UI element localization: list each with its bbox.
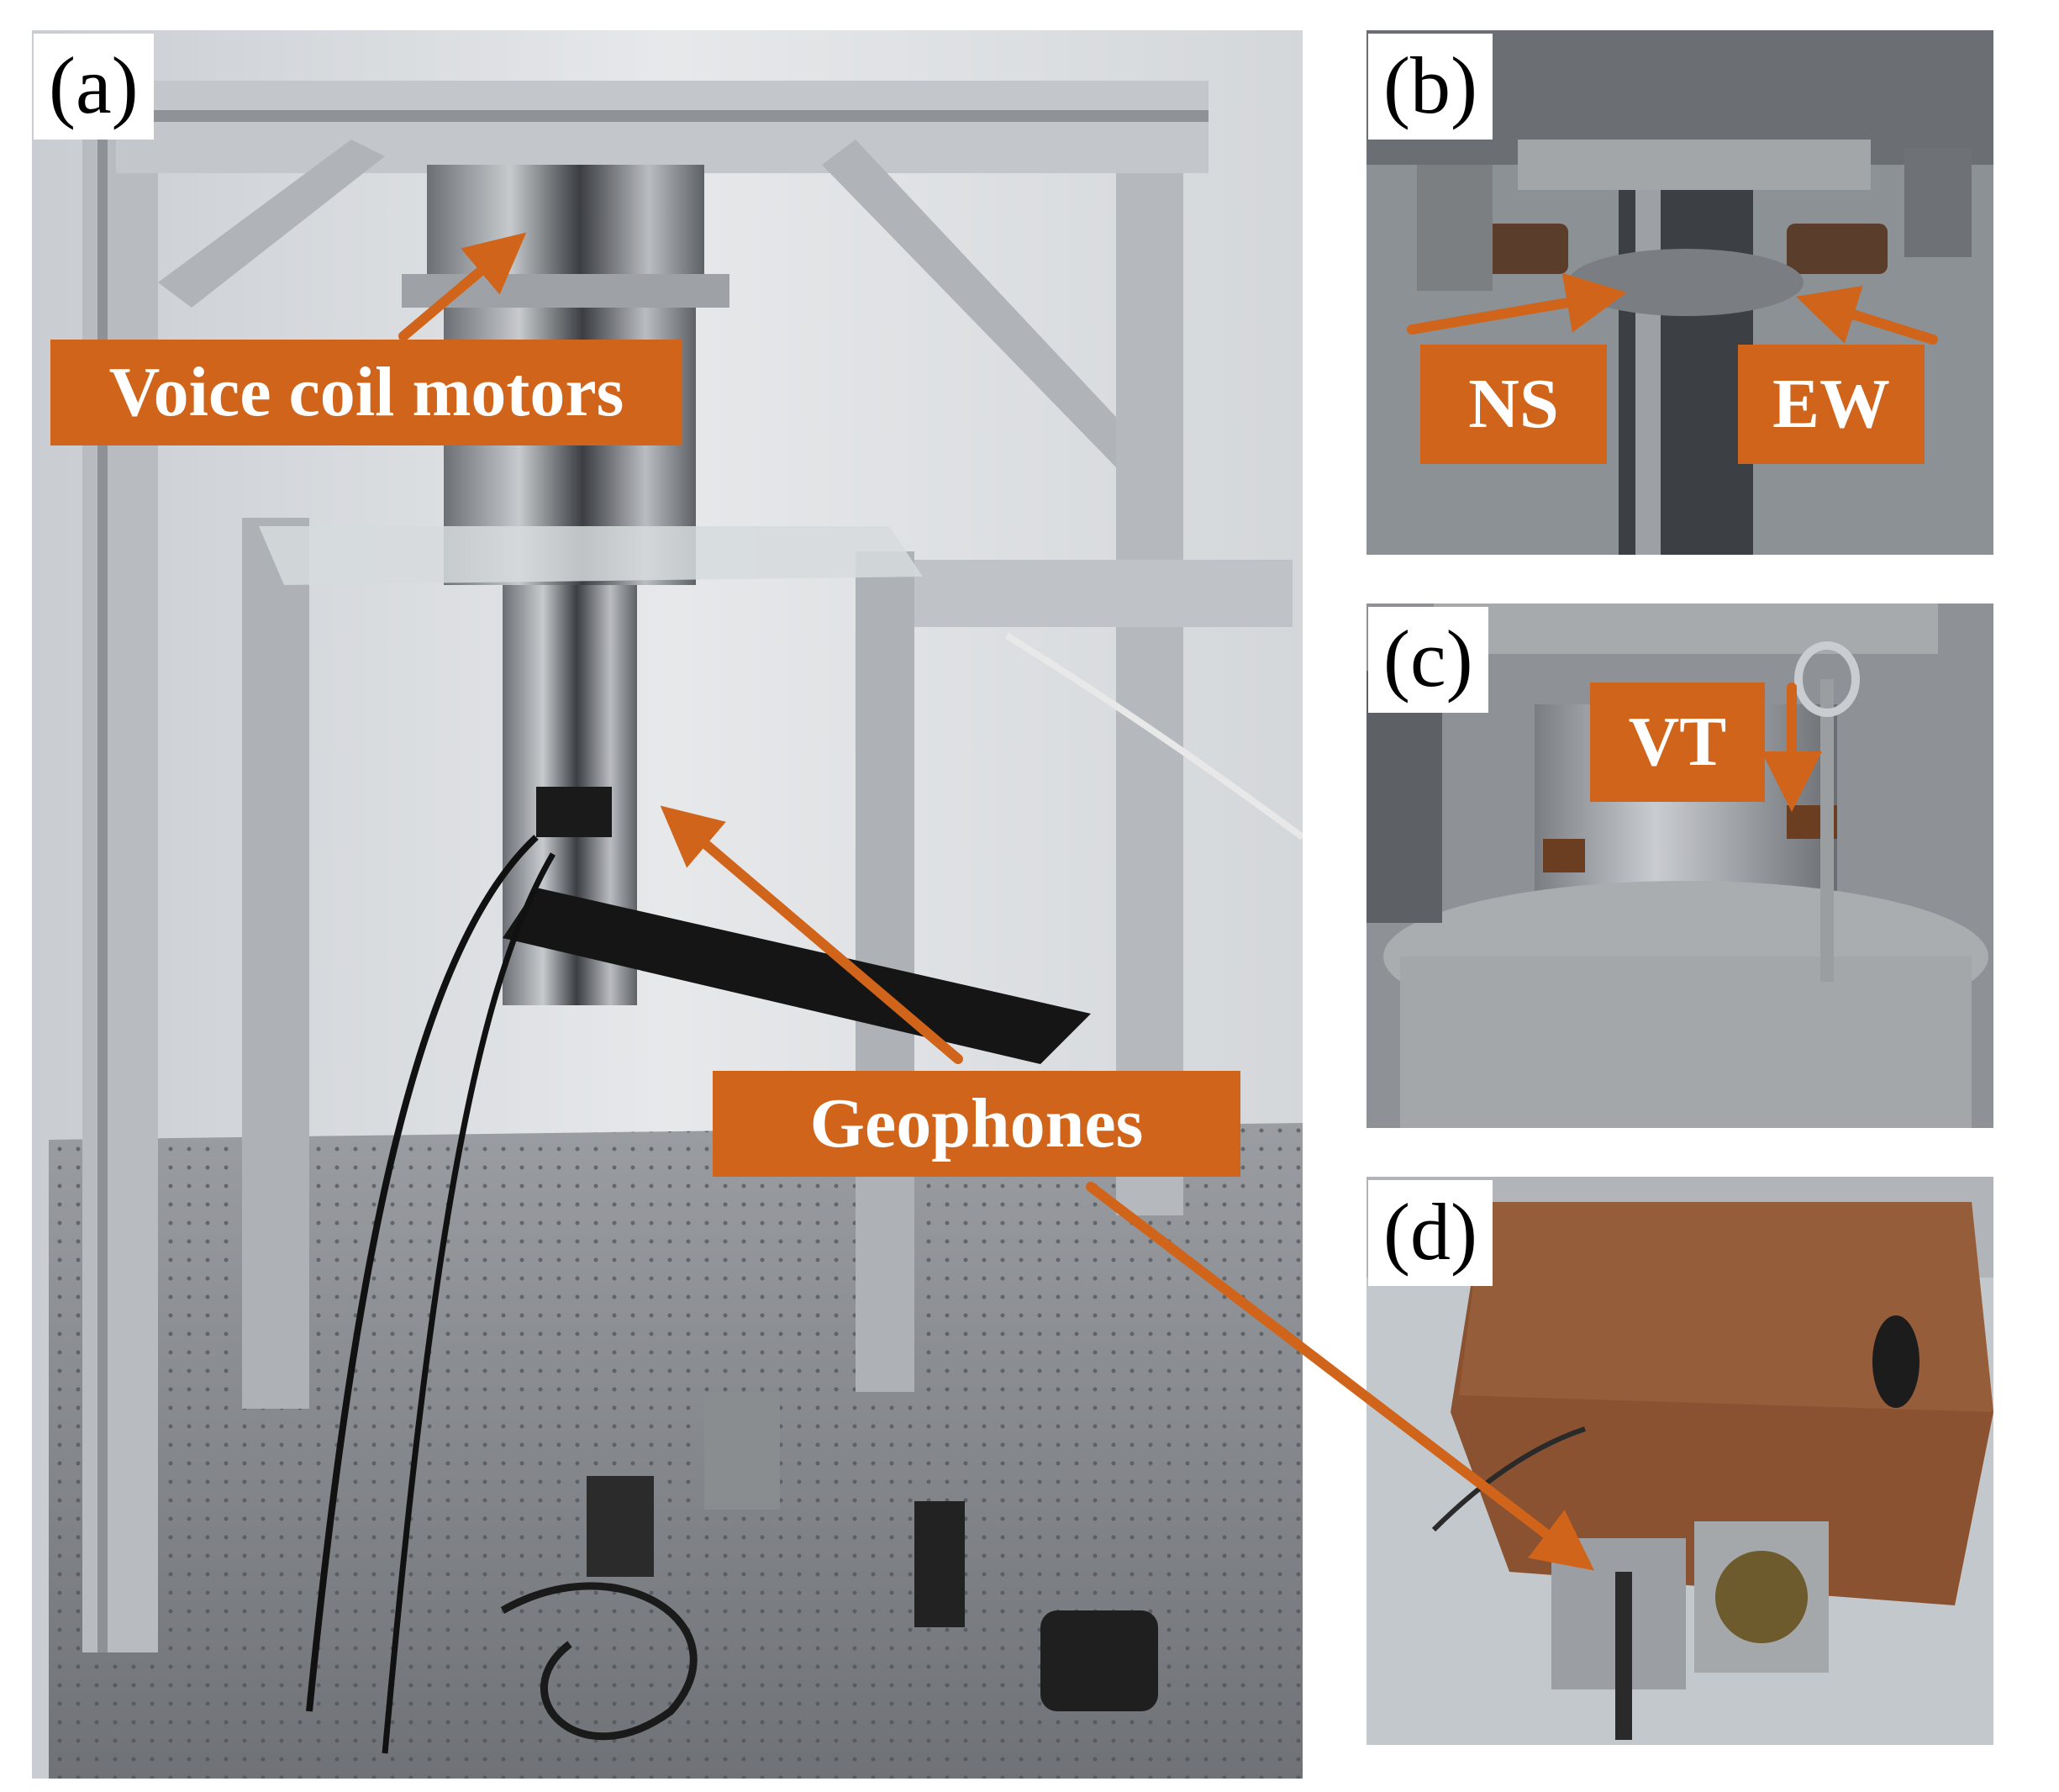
geophones-tag: Geophones xyxy=(713,1071,1240,1177)
panel-label-a: (a) xyxy=(34,34,154,140)
panel-label-d: (d) xyxy=(1368,1180,1493,1286)
vt-tag: VT xyxy=(1590,683,1765,802)
panel-d-illustration xyxy=(1367,1177,1993,1745)
panel-label-b: (b) xyxy=(1368,34,1493,140)
panel-label-c: (c) xyxy=(1368,607,1488,713)
panel-d-photo xyxy=(1367,1177,1993,1745)
panel-a-illustration xyxy=(32,30,1303,1779)
panel-a-photo xyxy=(32,30,1303,1779)
voice-coil-motors-tag: Voice coil motors xyxy=(50,340,682,445)
ew-tag: EW xyxy=(1738,345,1925,464)
ns-tag: NS xyxy=(1420,345,1607,464)
